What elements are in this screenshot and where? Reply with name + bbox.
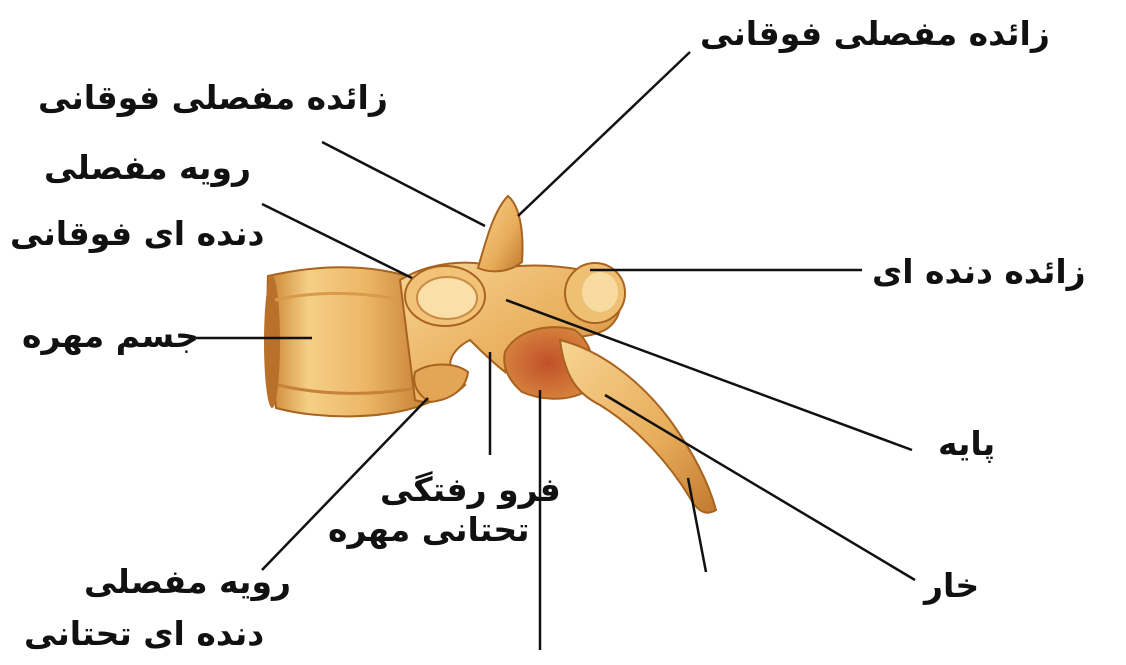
label-vertebral-body: جسم مهره (22, 316, 199, 356)
label-superior-costal-facet-line1: رویه مفصلی (44, 148, 251, 188)
label-superior-costal-facet-line2: دنده ای فوقانی (10, 214, 264, 254)
label-inferior-notch-line1: فرو رفتگی (380, 470, 561, 510)
inferior-costal-facet-shape (414, 365, 468, 403)
superior-articular-process-shape (478, 196, 522, 271)
superior-costal-facet-shape (405, 266, 485, 326)
leader-line-spinous-process (605, 395, 915, 580)
leader-line-superior-articular-top (518, 52, 690, 216)
label-superior-articular-process-left: زائده مفصلی فوقانی (38, 78, 388, 118)
label-superior-articular-process-top: زائده مفصلی فوقانی (700, 14, 1050, 54)
label-transverse-process: زائده دنده ای (872, 252, 1086, 292)
label-spinous-process: خار (924, 566, 979, 606)
label-inferior-costal-facet-line1: رویه مفصلی (84, 562, 291, 602)
label-inferior-costal-facet-line2: دنده ای تحتانی (24, 614, 264, 654)
transverse-process-shape (565, 263, 625, 323)
label-pedicle: پایه (938, 424, 995, 464)
spinous-process-shape (560, 340, 716, 513)
leader-line-superior-articular-left (322, 142, 485, 226)
label-inferior-notch-line2: تحتانی مهره (328, 510, 530, 550)
